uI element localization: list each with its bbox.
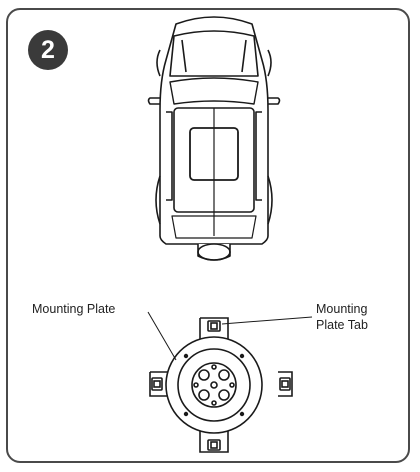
mounting-plate-label: Mounting Plate <box>32 302 116 316</box>
mounting-plate-tab-leader-line <box>221 316 313 325</box>
step-number: 2 <box>41 35 55 64</box>
mounting-plate-tab-label-line2: Plate Tab <box>316 318 368 332</box>
vehicle-top-view <box>147 16 281 261</box>
mounting-plate-tab-label-line1: Mounting <box>316 302 368 316</box>
step-number-badge: 2 <box>28 30 68 70</box>
mounting-plate-leader-line <box>147 311 177 361</box>
mounting-plate <box>149 317 293 453</box>
callout-lines <box>147 311 313 361</box>
